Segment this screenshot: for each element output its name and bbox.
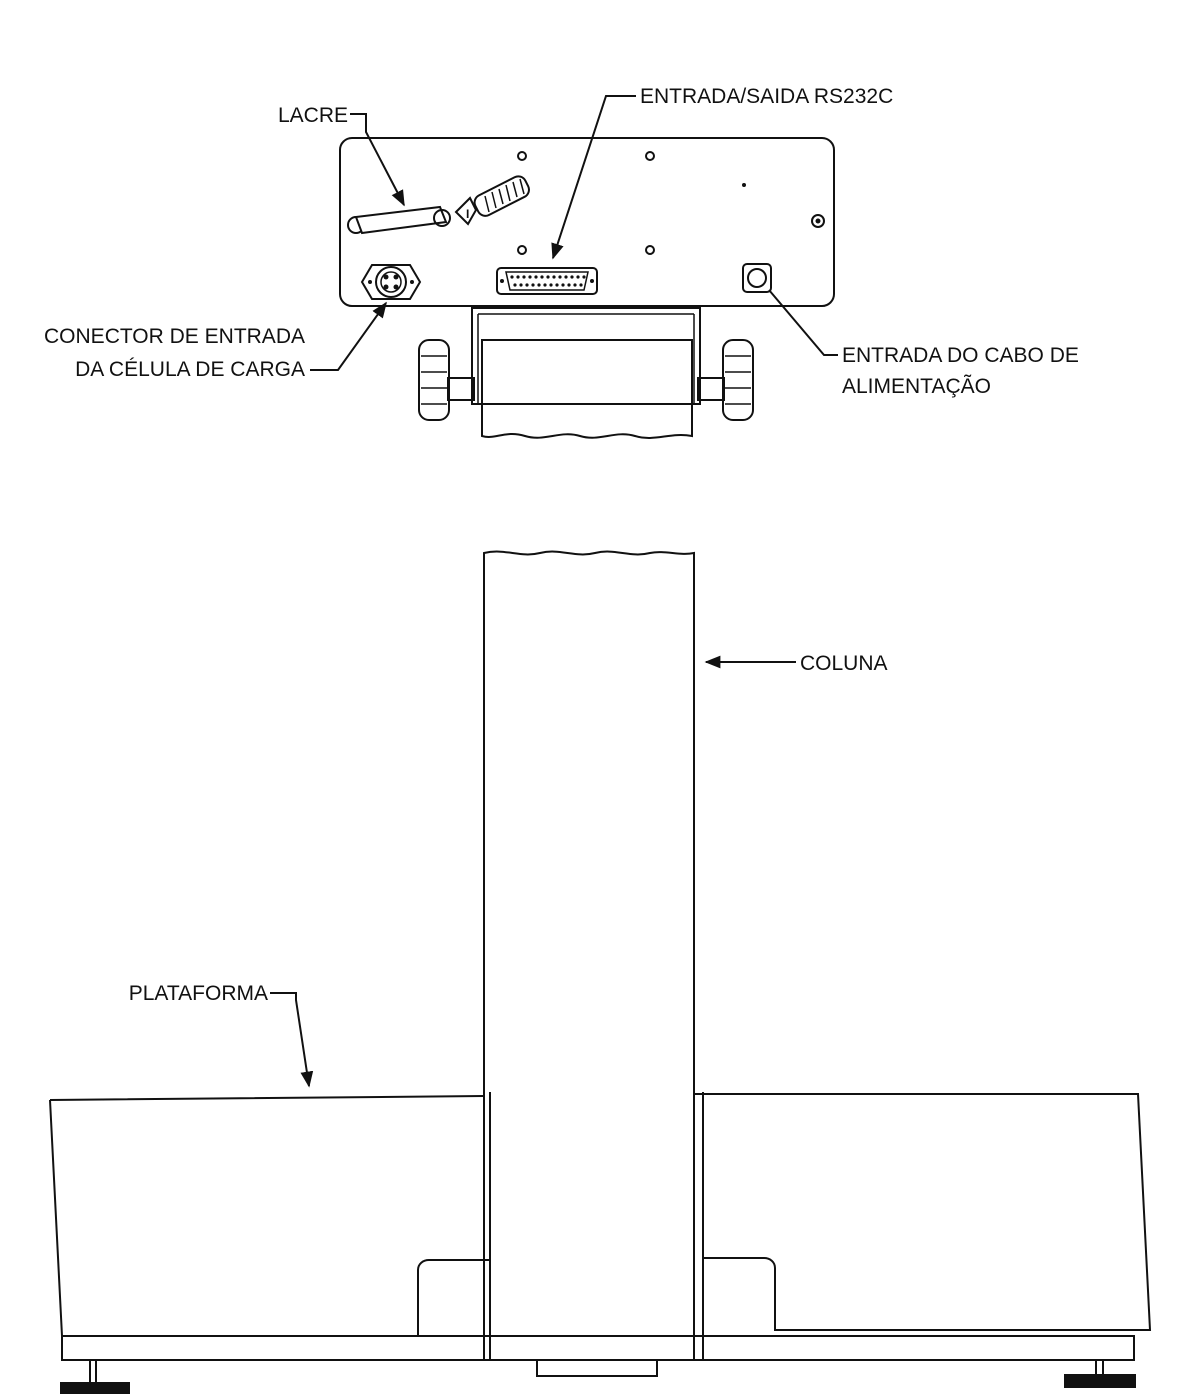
seal-icon: I (347, 175, 530, 235)
label-platform: PLATAFORMA (129, 982, 268, 1005)
label-load-cell-line2: DA CÉLULA DE CARGA (75, 358, 305, 381)
label-rs232: ENTRADA/SAIDA RS232C (640, 85, 893, 108)
knob-icon (722, 339, 754, 421)
knob-icon (418, 339, 450, 421)
label-column: COLUNA (800, 652, 888, 675)
platform (49, 1093, 1152, 1394)
leader-load-cell (310, 301, 387, 371)
label-power-line2: ALIMENTAÇÃO (842, 374, 991, 398)
leader-platform (270, 992, 314, 1088)
leveling-foot-icon (1064, 1360, 1136, 1388)
label-power-line1: ENTRADA DO CABO DE (842, 344, 1079, 367)
screw-icon (645, 151, 655, 161)
leader-rs232 (551, 95, 636, 260)
leveling-foot-icon (60, 1360, 130, 1394)
column (483, 550, 704, 1361)
screw-icon (517, 245, 527, 255)
indicator-panel (339, 137, 835, 307)
label-load-cell-line1: CONECTOR DE ENTRADA (44, 325, 305, 348)
leader-lacre (350, 113, 405, 207)
mount-bracket (418, 307, 754, 439)
label-lacre: LACRE (278, 104, 348, 127)
svg-text:I: I (466, 207, 469, 221)
leader-power (768, 289, 838, 356)
rs232-port-icon (496, 267, 598, 295)
screw-icon (645, 245, 655, 255)
screw-icon (811, 214, 825, 228)
screw-icon (517, 151, 527, 161)
load-cell-connector-icon (360, 264, 422, 300)
power-inlet-icon (742, 263, 772, 293)
